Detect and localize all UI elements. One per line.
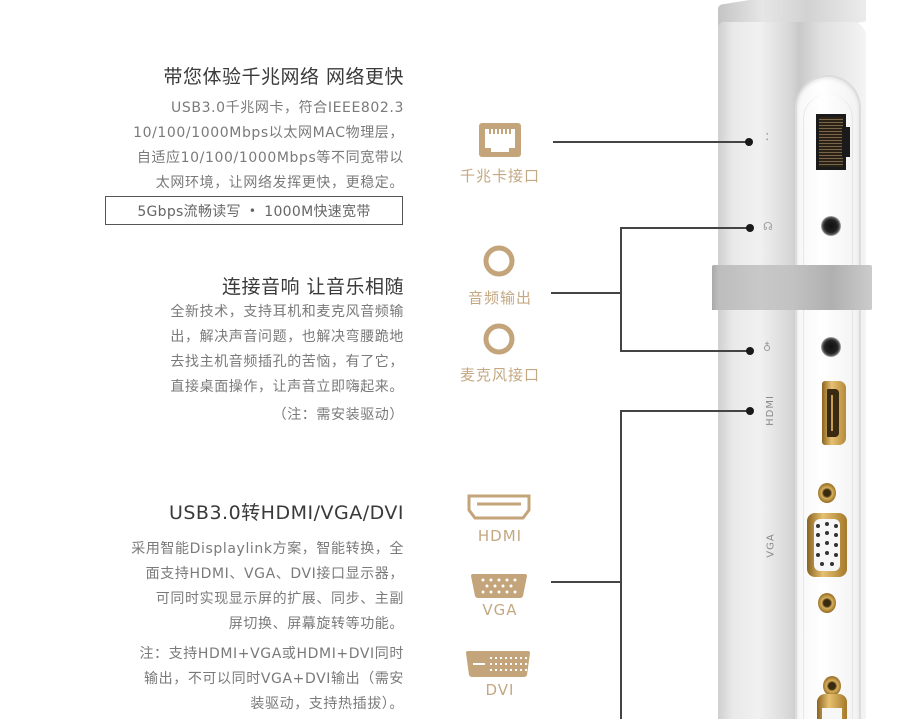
headphone-glyph-icon: ☊ — [763, 220, 773, 233]
device-hdmi-port — [822, 381, 846, 445]
network-body-line: USB3.0千兆网卡，符合IEEE802.3 — [171, 100, 404, 116]
vga-pin — [825, 541, 829, 545]
ethernet-port-icon — [478, 122, 522, 162]
vga-label: VGA — [482, 601, 518, 619]
vga-pin — [825, 551, 829, 555]
connector-dot-hdmi — [746, 407, 754, 415]
device-dvi-screw-top — [823, 676, 841, 696]
audio-section-body: 全新技术，支持耳机和麦克风音频输 出，解决声音问题，也解决弯腰跪地 去找主机音频… — [170, 300, 404, 428]
ethernet-label: 千兆卡接口 — [459, 167, 540, 185]
connector-line-audio-out — [620, 227, 750, 229]
device-ethernet-port-tab — [842, 127, 850, 157]
device-vga-screw-bottom — [818, 593, 836, 613]
mic-in-circle-icon — [482, 322, 516, 360]
vga-pin — [825, 531, 829, 535]
hdmi-port-icon — [467, 494, 531, 524]
audio-body-line: 全新技术，支持耳机和麦克风音频输 — [170, 304, 404, 320]
display-section-title: USB3.0转HDMI/VGA/DVI — [168, 502, 404, 524]
connector-line-hdmi — [620, 410, 750, 412]
vga-pin — [816, 533, 820, 537]
vga-pin — [816, 553, 820, 557]
hdmi-label: HDMI — [477, 527, 523, 545]
connector-line-display-stem — [551, 581, 622, 583]
display-section-body: 采用智能Displaylink方案，智能转换，全 面支持HDMI、VGA、DVI… — [131, 537, 404, 637]
vga-pin — [830, 562, 834, 566]
device-hdmi-side-label: HDMI — [764, 395, 776, 426]
connector-line-ethernet — [553, 141, 749, 143]
network-section-title: 带您体验千兆网络 网络更快 — [163, 66, 404, 88]
feature-separator: • — [248, 203, 257, 218]
display-body-line: 面支持HDMI、VGA、DVI接口显示器， — [145, 566, 404, 582]
connector-line-audio-bracket — [620, 227, 622, 352]
network-glyph-icon: ⠅ — [765, 133, 773, 144]
display-note-line: 装驱动，支持热插拔）。 — [250, 696, 404, 712]
connector-dot-mic-in — [746, 347, 754, 355]
device-dvi-port-face — [822, 708, 842, 719]
feature-bandwidth: 1000M快速宽带 — [264, 203, 371, 220]
vga-pin — [834, 524, 838, 528]
vga-pin — [816, 543, 820, 547]
device-band — [712, 265, 872, 310]
dvi-label: DVI — [485, 681, 515, 699]
device-mic-jack — [821, 337, 841, 357]
network-body-line: 10/100/1000Mbps以太网MAC物理层， — [133, 125, 404, 141]
connector-dot-audio-out — [746, 224, 754, 232]
vga-pin — [834, 533, 838, 537]
vga-pin — [834, 543, 838, 547]
audio-section-title: 连接音响 让音乐相随 — [221, 276, 404, 298]
vga-pin — [825, 522, 829, 526]
display-note-line: 输出，不可以同时VGA+DVI输出（需安 — [144, 671, 404, 687]
dvi-port-icon — [465, 650, 531, 682]
display-note-line: 注：支持HDMI+VGA或HDMI+DVI同时 — [139, 646, 404, 662]
audio-driver-note: （注：需安装驱动） — [272, 407, 404, 423]
network-body-line: 自适应10/100/1000Mbps等不同宽带以 — [136, 150, 404, 166]
display-section-note: 注：支持HDMI+VGA或HDMI+DVI同时 输出，不可以同时VGA+DVI输… — [139, 642, 404, 717]
device-audio-jack — [821, 216, 841, 236]
device-vga-screw-top — [818, 483, 836, 503]
feature-read-write: 5Gbps流畅读写 — [137, 203, 241, 220]
audio-body-line: 直接桌面操作，让声音立即嗨起来。 — [170, 379, 404, 395]
network-body-line: 太网环境，让网络发挥更快，更稳定。 — [155, 175, 404, 191]
connector-dot-ethernet — [745, 138, 753, 146]
device-vga-side-label: VGA — [765, 533, 777, 558]
vga-port-icon — [470, 573, 528, 603]
display-body-line: 屏切换、屏幕旋转等功能。 — [228, 616, 404, 632]
connector-line-display-bracket — [620, 410, 622, 719]
network-section-body: USB3.0千兆网卡，符合IEEE802.3 10/100/1000Mbps以太… — [133, 96, 404, 196]
display-body-line: 可同时实现显示屏的扩展、同步、主副 — [155, 591, 404, 607]
network-feature-box: 5Gbps流畅读写 • 1000M快速宽带 — [105, 196, 403, 225]
connector-line-audio-stem — [551, 292, 622, 294]
mic-glyph-icon: ♁ — [763, 341, 772, 354]
audio-body-line: 去找主机音频插孔的苦恼，有了它， — [170, 354, 404, 370]
connector-line-mic-in — [620, 350, 750, 352]
audio-body-line: 出，解决声音问题，也解决弯腰跪地 — [170, 329, 404, 345]
vga-pin — [820, 562, 824, 566]
display-body-line: 采用智能Displaylink方案，智能转换，全 — [131, 541, 404, 557]
audio-out-circle-icon — [482, 244, 516, 282]
vga-pin — [834, 553, 838, 557]
device-port-panel-rim — [803, 94, 853, 719]
audio-out-label: 音频输出 — [467, 289, 532, 307]
vga-pin — [816, 524, 820, 528]
mic-in-label: 麦克风接口 — [459, 366, 540, 384]
